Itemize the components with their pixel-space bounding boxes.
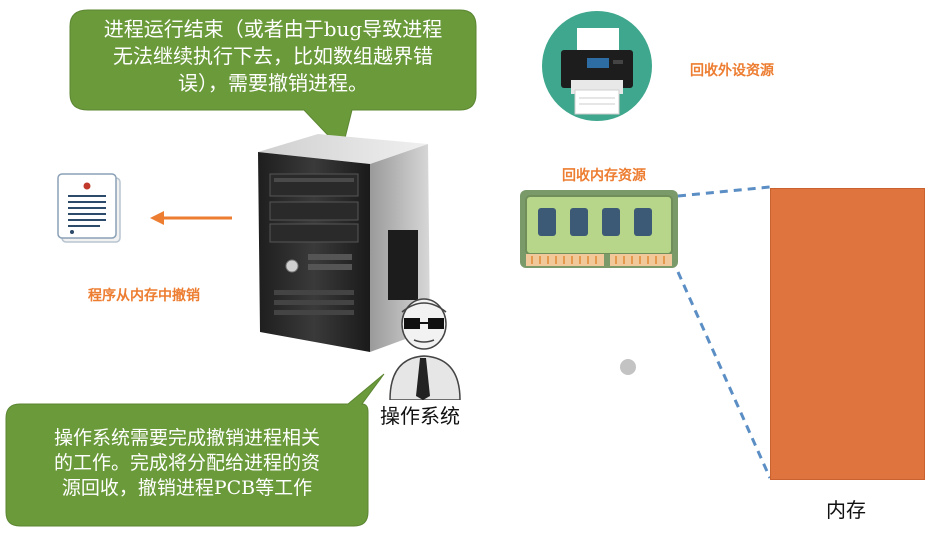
recycle-peripheral-label: 回收外设资源 [690, 63, 774, 79]
person-icon [389, 298, 461, 400]
printer-icon [542, 11, 652, 121]
recycle-memory-label: 回收内存资源 [562, 168, 646, 184]
document-icon [57, 173, 121, 243]
bottom-bubble-shape [5, 373, 385, 527]
top-bubble-shape [69, 9, 477, 152]
memory-label: 内存 [826, 498, 866, 522]
gray-dot [620, 359, 636, 375]
memory-block [770, 188, 925, 480]
top-bubble-text: 进程运行结束（或者由于bug导致进程 无法继续执行下去，比如数组越界错 误），需… [103, 17, 443, 95]
ram-module-icon [520, 190, 678, 268]
program-removed-label: 程序从内存中撤销 [88, 288, 200, 304]
server-tower-icon [258, 134, 430, 352]
bottom-bubble-text: 操作系统需要完成撤销进程相关 的工作。完成将分配给进程的资 源回收，撤销进程PC… [53, 427, 320, 499]
arrow-left-icon [150, 211, 232, 225]
os-label: 操作系统 [380, 404, 460, 428]
